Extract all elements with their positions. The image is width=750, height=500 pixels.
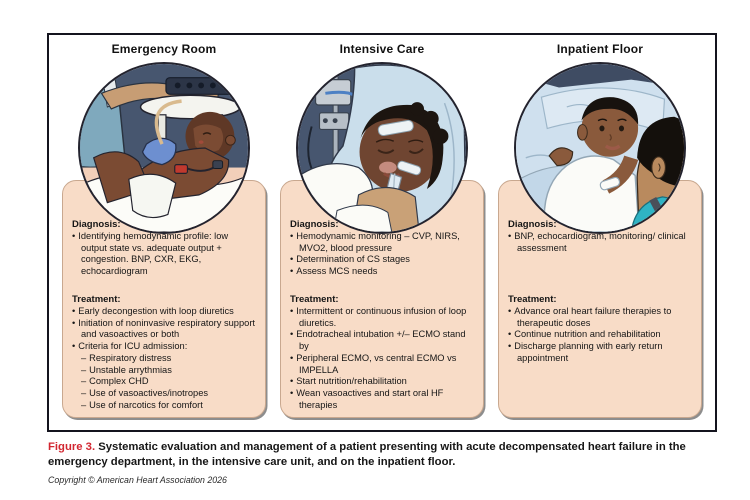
intensive-care-illustration — [296, 62, 468, 234]
panel-emergency-room: Emergency Room — [62, 35, 266, 430]
treatment-label: Treatment: — [72, 294, 121, 305]
copyright-line: Copyright © American Heart Association 2… — [48, 475, 227, 485]
diagnosis-label: Diagnosis: — [290, 219, 339, 230]
diagnosis-list: •BNP, echocardiogram, monitoring/ clinic… — [508, 231, 692, 254]
list-item: •Criteria for ICU admission: — [72, 341, 188, 352]
diagnosis-section: Diagnosis: •BNP, echocardiogram, monitor… — [508, 219, 692, 294]
list-item: •Intermittent or continuous infusion of … — [290, 306, 467, 328]
treatment-section: Treatment: •Intermittent or continuous i… — [290, 294, 474, 411]
figure-caption: Figure 3. Systematic evaluation and mana… — [48, 440, 712, 470]
treatment-label: Treatment: — [508, 294, 557, 305]
inpatient-child-clinician-scene — [516, 64, 684, 232]
list-item: •Determination of CS stages — [290, 254, 410, 265]
list-item: –Use of narcotics for comfort — [81, 399, 203, 410]
treatment-list: •Intermittent or continuous infusion of … — [290, 306, 474, 411]
list-item: •Peripheral ECMO, vs central ECMO vs IMP… — [290, 352, 457, 375]
list-item: •Endotracheal intubation +/– ECMO stand … — [290, 329, 466, 352]
icu-intubated-infant-scene — [298, 64, 466, 232]
diagnosis-label: Diagnosis: — [72, 219, 121, 230]
diagnosis-section: Diagnosis: •Hemodynamic monitoring – CVP… — [290, 219, 474, 294]
diagnosis-section: Diagnosis: •Identifying hemodynamic prof… — [72, 219, 256, 294]
list-item: •Hemodynamic monitoring – CVP, NIRS, MVO… — [290, 231, 460, 253]
list-item: •Wean vasoactives and start oral HF ther… — [290, 387, 444, 410]
treatment-section: Treatment: •Early decongestion with loop… — [72, 294, 256, 411]
list-item: –Respiratory distress — [81, 352, 172, 363]
treatment-section: Treatment: •Advance oral heart failure t… — [508, 294, 692, 365]
panel-inpatient-floor: Inpatient Floor — [498, 35, 702, 430]
panel-title-intensive-care: Intensive Care — [339, 42, 425, 56]
list-item: •Initiation of noninvasive respiratory s… — [72, 317, 256, 340]
list-item: –Complex CHD — [81, 376, 149, 387]
inpatient-floor-illustration — [514, 62, 686, 234]
list-item: •Start nutrition/rehabilitation — [290, 376, 407, 387]
panel-intensive-care: Intensive Care — [280, 35, 484, 430]
treatment-label: Treatment: — [290, 294, 339, 305]
diagnosis-list: •Identifying hemodynamic profile: low ou… — [72, 231, 256, 278]
er-infant-exam-scene — [80, 64, 248, 232]
emergency-room-info-box: Diagnosis: •Identifying hemodynamic prof… — [62, 180, 266, 418]
list-item: –Use of vasoactives/inotropes — [81, 387, 209, 398]
treatment-list: •Early decongestion with loop diuretics•… — [72, 306, 256, 411]
diagnosis-list: •Hemodynamic monitoring – CVP, NIRS, MVO… — [290, 231, 474, 278]
list-item: •Early decongestion with loop diuretics — [72, 306, 234, 316]
list-item: •Assess MCS needs — [290, 266, 378, 277]
figure-frame: Emergency Room — [47, 33, 717, 432]
list-item: •BNP, echocardiogram, monitoring/ clinic… — [508, 231, 686, 253]
list-item: •Advance oral heart failure therapies to… — [508, 306, 672, 328]
list-item: •Identifying hemodynamic profile: low ou… — [72, 231, 229, 277]
panel-title-emergency-room: Emergency Room — [111, 42, 217, 56]
inpatient-floor-info-box: Diagnosis: •BNP, echocardiogram, monitor… — [498, 180, 702, 418]
list-item: –Unstable arrythmias — [81, 364, 172, 375]
panel-title-inpatient-floor: Inpatient Floor — [556, 42, 644, 56]
emergency-room-illustration — [78, 62, 250, 234]
treatment-list: •Advance oral heart failure therapies to… — [508, 306, 692, 365]
list-item: •Discharge planning with early return ap… — [508, 341, 663, 363]
list-item: •Continue nutrition and rehabilitation — [508, 329, 661, 340]
figure-caption-text: Systematic evaluation and management of … — [48, 441, 686, 468]
diagnosis-label: Diagnosis: — [508, 219, 557, 230]
figure-caption-label: Figure 3. — [48, 441, 96, 453]
